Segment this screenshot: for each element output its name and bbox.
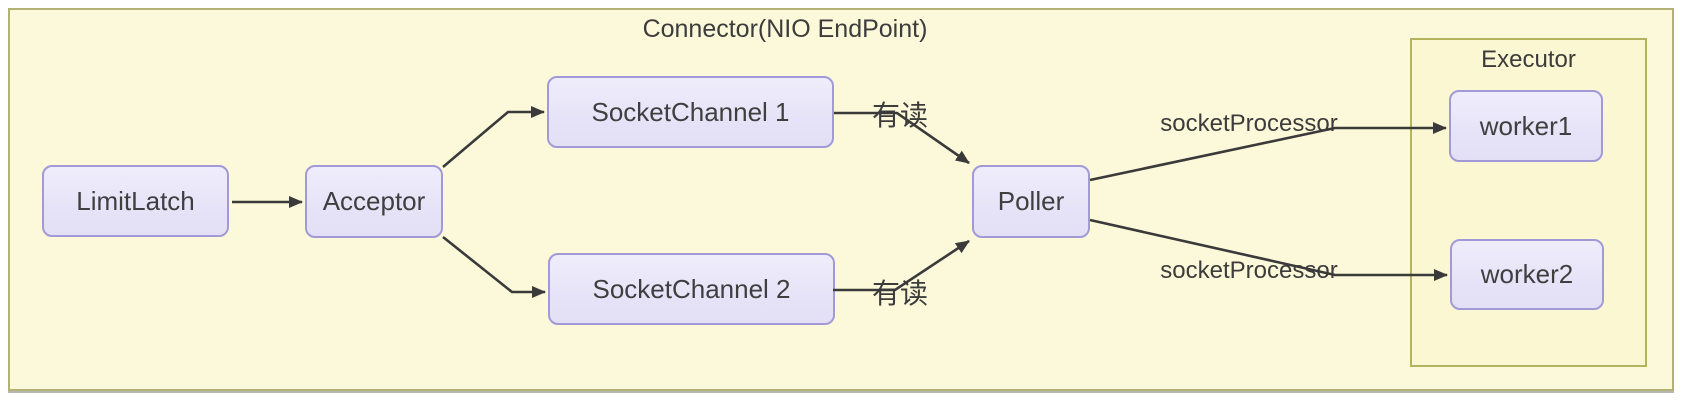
node-worker1: worker1 [1449,90,1603,162]
executor-container: Executor [1410,38,1647,367]
node-socketchannel1: SocketChannel 1 [547,76,834,148]
edge-label-poller-worker2: socketProcessor [1160,257,1338,284]
edge-label-poller-worker1: socketProcessor [1160,110,1338,137]
node-acceptor: Acceptor [305,165,443,238]
node-poller-label: Poller [997,186,1065,216]
node-socketchannel2: SocketChannel 2 [548,253,835,325]
node-limitlatch-label: LimitLatch [76,185,195,216]
node-socketchannel2-label: SocketChannel 2 [592,273,791,304]
node-worker2-label: worker2 [1480,259,1574,289]
node-worker2: worker2 [1450,239,1604,310]
executor-label: Executor [1481,46,1576,73]
connector-container [8,8,1674,391]
node-limitlatch: LimitLatch [42,165,229,237]
node-socketchannel1-label: SocketChannel 1 [591,96,790,127]
connector-title: Connector(NIO EndPoint) [642,15,928,43]
node-poller: Poller [972,165,1090,238]
node-acceptor-label: Acceptor [322,186,426,216]
node-worker1-label: worker1 [1479,110,1573,141]
edge-label-sc1-poller: 有读 [872,100,929,131]
edge-label-sc2-poller: 有读 [872,278,929,309]
